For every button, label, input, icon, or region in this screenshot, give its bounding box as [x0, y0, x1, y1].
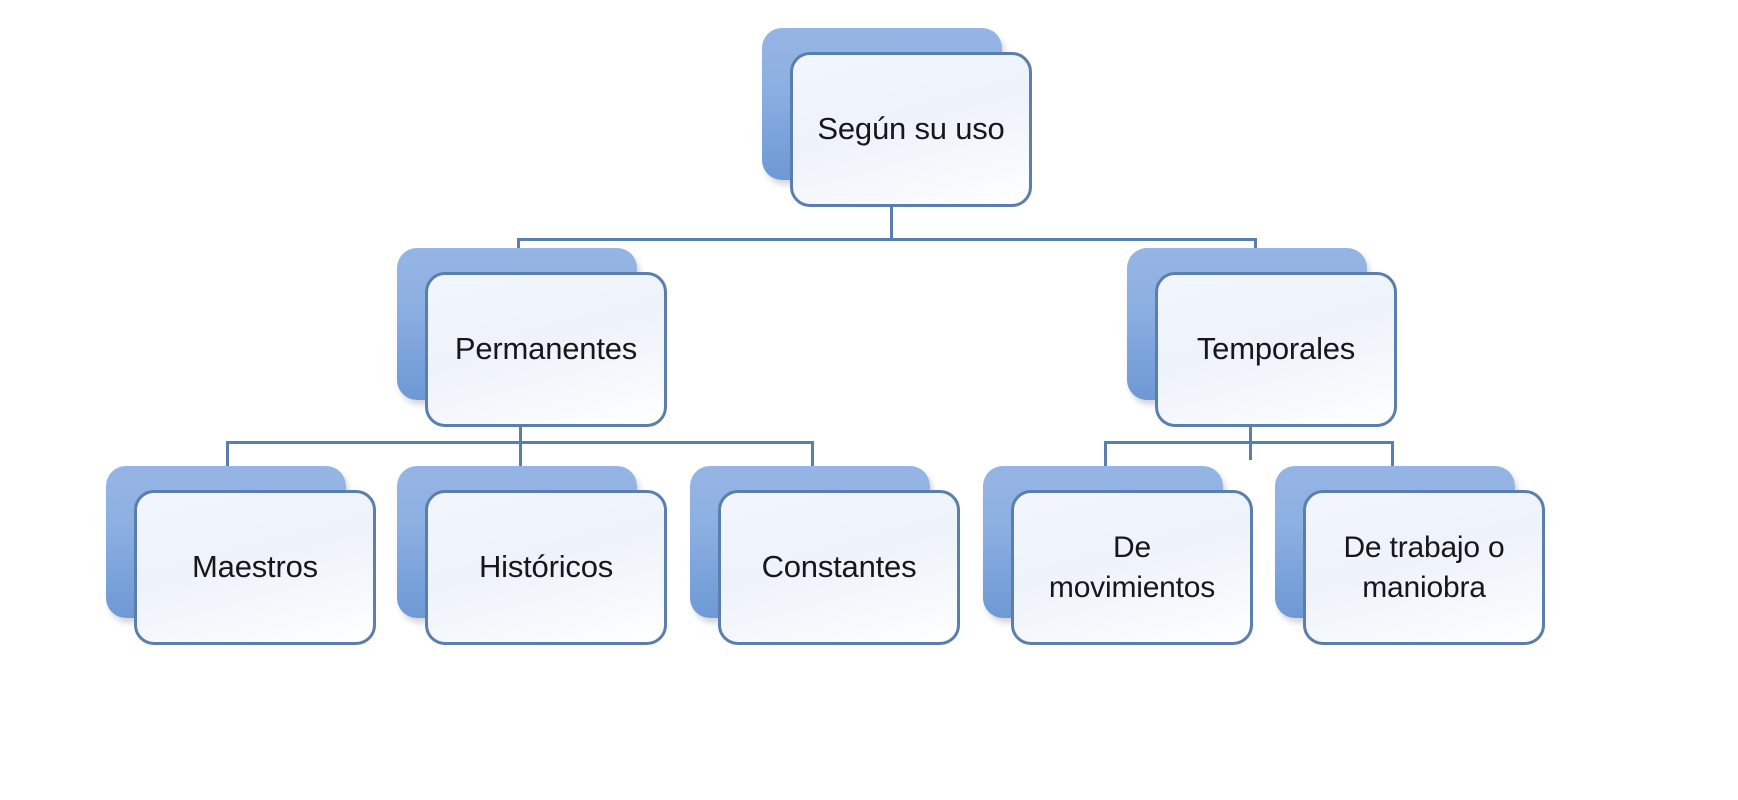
connector-root-bus	[517, 238, 1257, 241]
node-label: Permanentes	[454, 331, 638, 367]
node-card: De trabajo o maniobra	[1303, 490, 1545, 645]
node-card: Maestros	[134, 490, 376, 645]
node-label: Maestros	[192, 549, 318, 585]
node-card: Según su uso	[790, 52, 1032, 207]
node-label: Temporales	[1196, 331, 1356, 367]
node-label: Constantes	[761, 549, 917, 585]
connector-root-stem	[890, 205, 893, 240]
node-label: De movimientos	[1048, 530, 1216, 604]
node-label: Históricos	[478, 549, 614, 585]
node-label: Según su uso	[817, 111, 1005, 147]
node-card: Históricos	[425, 490, 667, 645]
node-card: Constantes	[718, 490, 960, 645]
node-label: De trabajo o maniobra	[1343, 530, 1505, 604]
connector-temporales-bus	[1104, 441, 1394, 444]
node-card: Permanentes	[425, 272, 667, 427]
node-card: De movimientos	[1011, 490, 1253, 645]
node-card: Temporales	[1155, 272, 1397, 427]
